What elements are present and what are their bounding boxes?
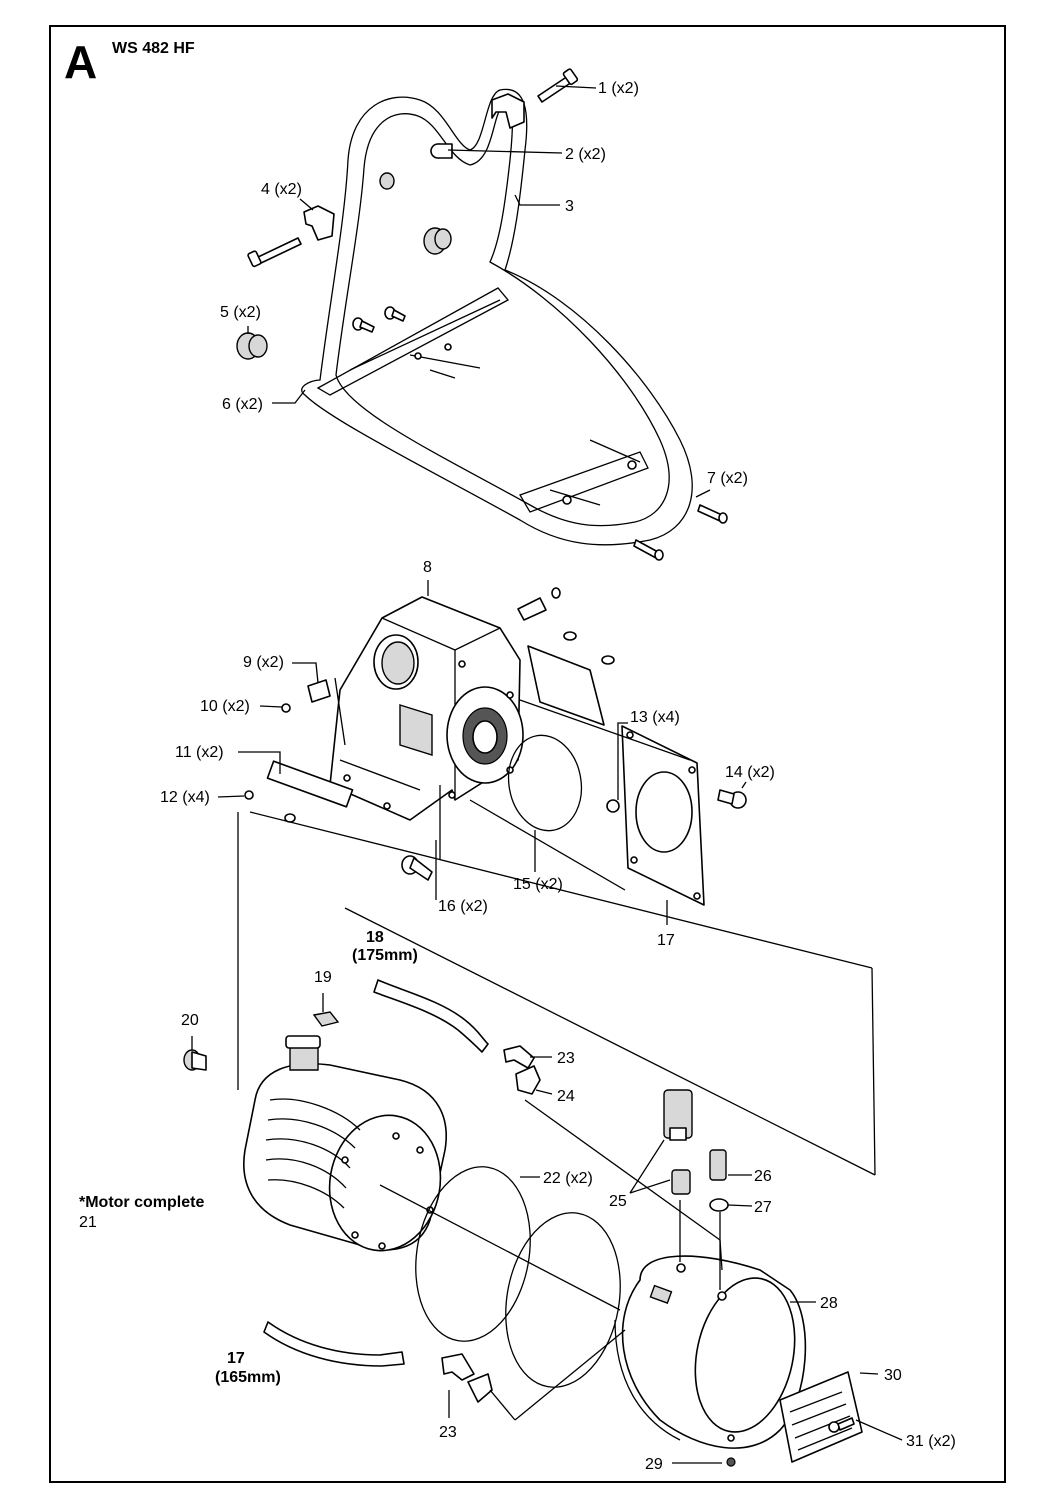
callout-23-lower: 23 [439, 1424, 457, 1441]
page-frame [49, 25, 1006, 1483]
callout-11: 11 (x2) [175, 744, 224, 761]
callout-16: 16 (x2) [438, 898, 488, 915]
model-name: WS 482 HF [112, 40, 195, 57]
part-3-frame [301, 88, 693, 546]
part-16-bolt [401, 855, 433, 881]
part-1-clamp [491, 93, 525, 129]
callout-3: 3 [565, 198, 574, 215]
callout-31: 31 (x2) [906, 1433, 956, 1450]
part-31-screw [828, 1417, 855, 1433]
callout-8: 8 [423, 559, 432, 576]
part-20-fitting [183, 1049, 207, 1071]
part-2-plug [430, 143, 453, 159]
callout-13: 13 (x4) [630, 709, 680, 726]
callout-22: 22 (x2) [543, 1170, 593, 1187]
callout-29: 29 [645, 1456, 663, 1473]
part-27-washer [709, 1198, 729, 1212]
leader-lines [191, 85, 903, 1464]
callout-23-upper: 23 [557, 1050, 575, 1067]
callout-1: 1 (x2) [598, 80, 639, 97]
callout-10: 10 (x2) [200, 698, 250, 715]
callout-25: 25 [609, 1193, 627, 1210]
part-23-elbow-lower [441, 1353, 493, 1403]
part-22-oring [415, 1166, 531, 1342]
part-19-plug [312, 1011, 340, 1027]
callout-19: 19 [314, 969, 332, 986]
part-26-nipple [709, 1149, 727, 1181]
callout-7: 7 (x2) [707, 470, 748, 487]
callout-30: 30 [884, 1367, 902, 1384]
part-1-bolt [537, 68, 579, 103]
callout-18-length: (175mm) [352, 947, 418, 964]
callout-24: 24 [557, 1088, 575, 1105]
callout-17-hose-length: (165mm) [215, 1369, 281, 1386]
part-23-elbow [503, 1045, 541, 1095]
section-letter: A [64, 36, 97, 88]
callout-17-hose: 17 [227, 1350, 245, 1367]
part-18-hose [373, 979, 489, 1053]
callout-14: 14 (x2) [725, 764, 775, 781]
part-22-oring-second [505, 1212, 621, 1388]
part-30-nameplate [779, 1371, 863, 1463]
part-4-bolt [247, 205, 335, 268]
callout-6: 6 (x2) [222, 396, 263, 413]
part-6-screw [352, 306, 406, 333]
callout-12: 12 (x4) [160, 789, 210, 806]
part-25-coupling [663, 1089, 693, 1195]
callout-26: 26 [754, 1168, 772, 1185]
callout-17-flange: 17 [657, 932, 675, 949]
callout-2: 2 (x2) [565, 146, 606, 163]
part-15-oring [507, 734, 583, 832]
part-13-screw [606, 799, 620, 813]
part-17-flange [621, 725, 705, 906]
part-7-bolt [633, 504, 728, 561]
housing-hardware [244, 587, 615, 823]
callout-20: 20 [181, 1012, 199, 1029]
part-17-hose-165 [263, 1321, 405, 1367]
part-21-motor [243, 1035, 447, 1252]
callout-15: 15 (x2) [513, 876, 563, 893]
callout-21-note: *Motor complete [79, 1194, 204, 1211]
callout-5: 5 (x2) [220, 304, 261, 321]
part-29-screw [726, 1457, 736, 1467]
callout-18: 18 [366, 929, 384, 946]
part-8-housing [329, 596, 524, 821]
callout-27: 27 [754, 1199, 772, 1216]
part-28-casing [614, 1255, 807, 1449]
part-14-bolt [717, 789, 747, 809]
callout-21: 21 [79, 1214, 97, 1231]
callout-9: 9 (x2) [243, 654, 284, 671]
callout-4: 4 (x2) [261, 181, 302, 198]
callout-28: 28 [820, 1295, 838, 1312]
